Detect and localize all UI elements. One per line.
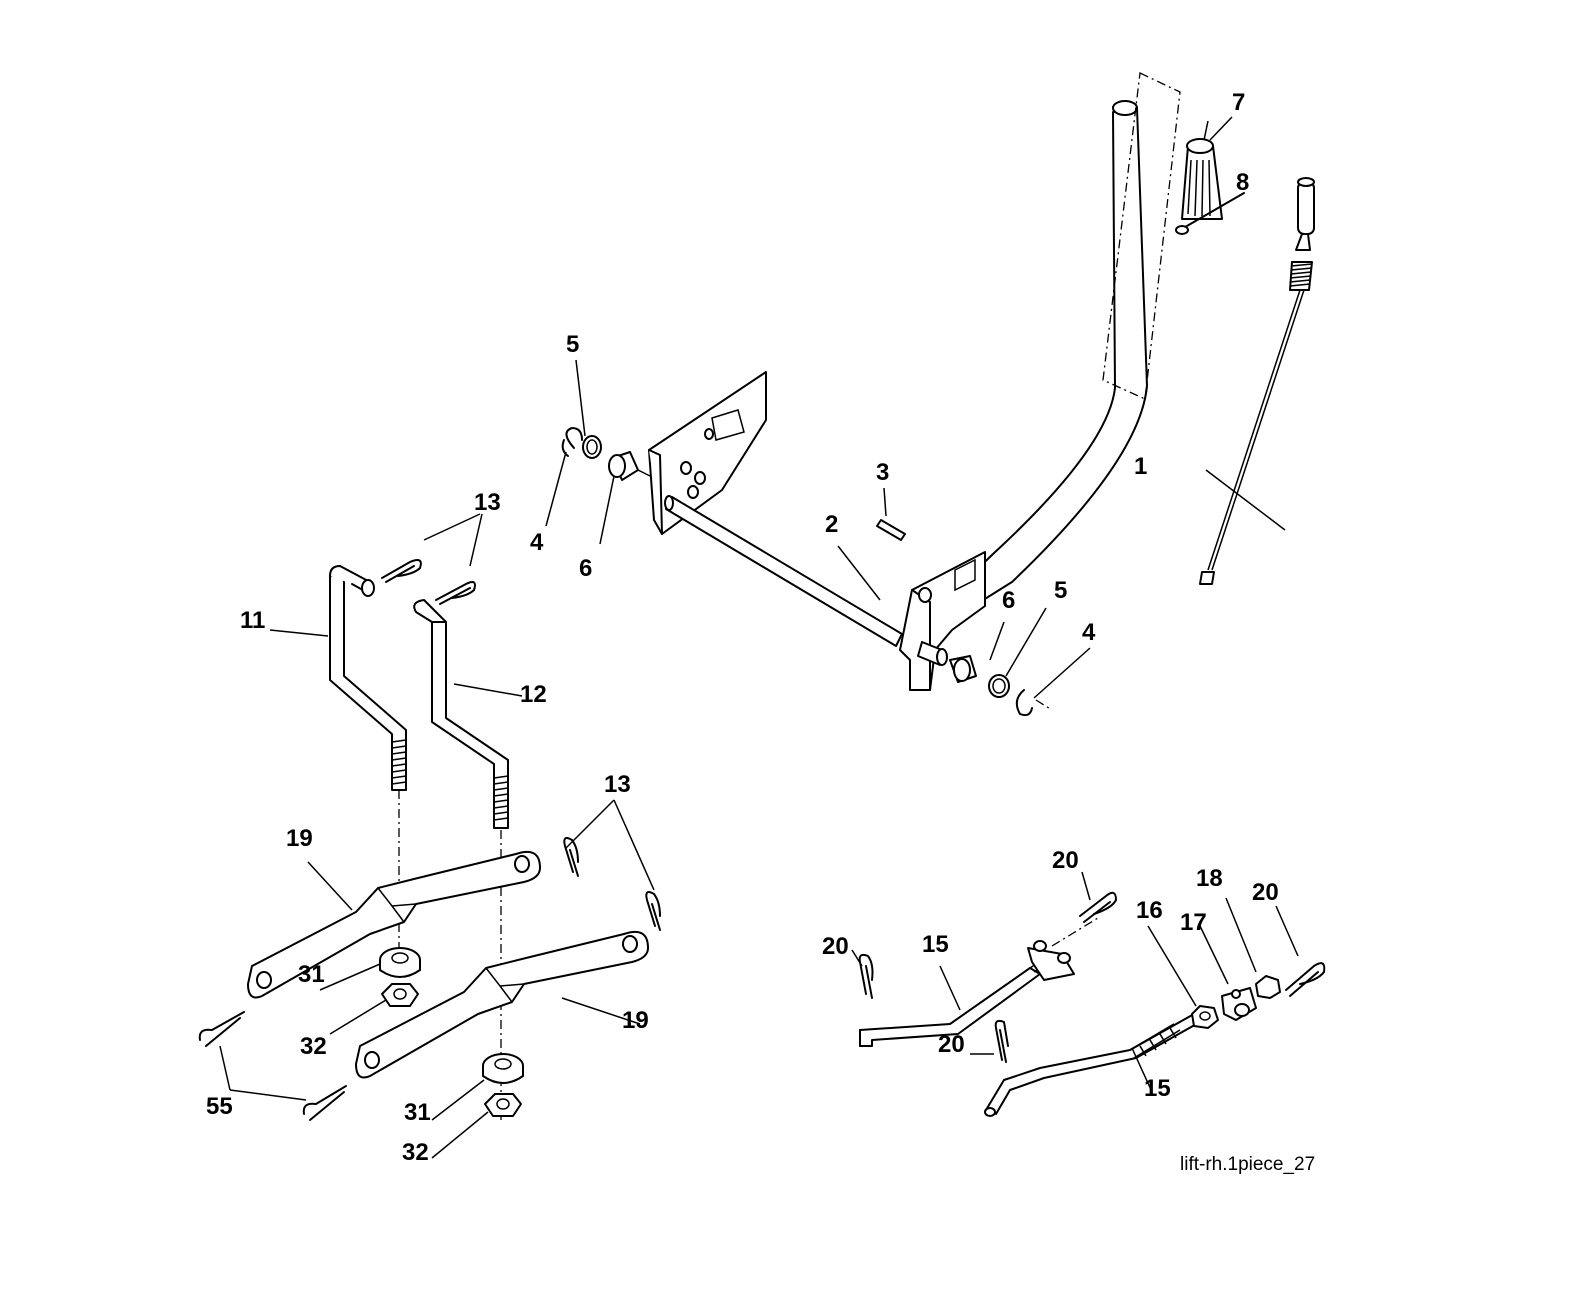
callout-4-right: 4 [1082, 619, 1096, 646]
callout-6-left: 6 [579, 555, 592, 582]
callout-11: 11 [240, 607, 265, 634]
callout-55: 55 [206, 1093, 233, 1120]
callout-31-lower: 31 [404, 1099, 431, 1126]
callout-16: 16 [1136, 897, 1163, 924]
callout-4-left: 4 [530, 529, 544, 556]
callout-15-upper: 15 [922, 931, 949, 958]
callout-31-upper: 31 [298, 961, 325, 988]
callout-19-upper: 19 [286, 825, 313, 852]
hairpins-13-top [381, 559, 476, 605]
callout-8: 8 [1236, 169, 1249, 196]
pin-3 [876, 519, 906, 541]
callout-18: 18 [1196, 865, 1223, 892]
callout-15-lower: 15 [1144, 1075, 1171, 1102]
left-hardware [561, 427, 651, 481]
rod-hardware [1191, 975, 1281, 1029]
leader-lines [219, 116, 1299, 1159]
lift-arm-upper [247, 850, 541, 999]
callout-5-right: 5 [1054, 577, 1067, 604]
callout-19-lower: 19 [622, 1007, 649, 1034]
link-rod-12 [413, 599, 509, 829]
callout-3: 3 [876, 459, 889, 486]
hairpins-13-right [563, 837, 661, 931]
hairpins-20 [858, 891, 1326, 1063]
callout-6-right: 6 [1002, 587, 1015, 614]
right-hardware [949, 655, 1053, 717]
callout-2: 2 [825, 511, 838, 538]
spacers-nuts [379, 947, 524, 1117]
adjust-rod-upper [859, 917, 1099, 1047]
hairpins-55 [198, 1011, 347, 1121]
diagram-reference: lift-rh.1piece_27 [1180, 1154, 1315, 1175]
lift-lever [899, 100, 1148, 691]
grip [1181, 120, 1223, 220]
callout-7: 7 [1232, 89, 1245, 116]
grip-pin [1175, 192, 1245, 235]
callout-20-right: 20 [1252, 879, 1279, 906]
callout-32-lower: 32 [402, 1139, 429, 1166]
lift-arm-lower [355, 930, 649, 1079]
callout-20-mid: 20 [938, 1031, 965, 1058]
callout-12: 12 [520, 681, 547, 708]
callout-labels: 7 8 5 3 1 2 4 6 13 11 12 6 5 4 13 19 20 … [206, 89, 1279, 1166]
callout-20-top: 20 [1052, 847, 1079, 874]
grip-guide-box [1102, 72, 1181, 400]
callout-32-upper: 32 [300, 1033, 327, 1060]
link-rod-11 [329, 565, 407, 791]
callout-17: 17 [1180, 909, 1207, 936]
lift-shaft [648, 371, 948, 666]
lift-cable [1199, 177, 1315, 585]
callout-1: 1 [1134, 453, 1147, 480]
callout-20-left: 20 [822, 933, 849, 960]
callout-13-right: 13 [604, 771, 631, 798]
callout-13-top: 13 [474, 489, 501, 516]
callout-5-left: 5 [566, 331, 579, 358]
